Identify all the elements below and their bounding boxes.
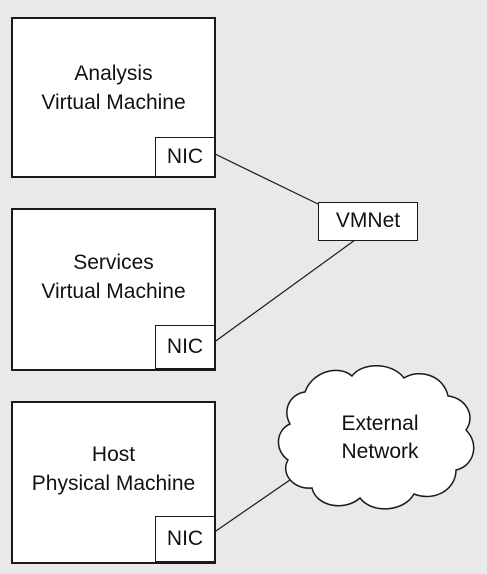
host-machine-label: Host Physical Machine bbox=[13, 440, 214, 498]
host-machine-label-line1: Host bbox=[91, 443, 136, 466]
services-vm-label: Services Virtual Machine bbox=[13, 248, 214, 306]
external-network-label: External Network bbox=[300, 410, 460, 466]
analysis-vm-label: Analysis Virtual Machine bbox=[13, 59, 214, 117]
host-machine-label-line2: Physical Machine bbox=[31, 472, 196, 495]
host-nic-to-cloud-line bbox=[212, 472, 301, 534]
analysis-nic-to-vmnet-line bbox=[212, 152, 321, 206]
services-vm-nic: NIC bbox=[155, 325, 215, 369]
services-vm-label-line1: Services bbox=[73, 251, 154, 274]
external-network-label-line2: Network bbox=[341, 440, 419, 463]
analysis-virtual-machine-box: Analysis Virtual Machine NIC bbox=[11, 17, 216, 178]
analysis-vm-label-line2: Virtual Machine bbox=[41, 91, 186, 114]
external-network-cloud-shape bbox=[277, 365, 475, 510]
host-physical-machine-box: Host Physical Machine NIC bbox=[11, 401, 216, 564]
services-vm-label-line2: Virtual Machine bbox=[41, 280, 186, 303]
analysis-vm-nic: NIC bbox=[155, 137, 215, 177]
vmnet-box: VMNet bbox=[318, 202, 418, 241]
services-nic-to-vmnet-line bbox=[212, 239, 356, 344]
services-virtual-machine-box: Services Virtual Machine NIC bbox=[11, 208, 216, 371]
host-machine-nic: NIC bbox=[155, 516, 215, 562]
analysis-vm-label-line1: Analysis bbox=[74, 62, 153, 85]
external-network-label-line1: External bbox=[341, 412, 419, 435]
